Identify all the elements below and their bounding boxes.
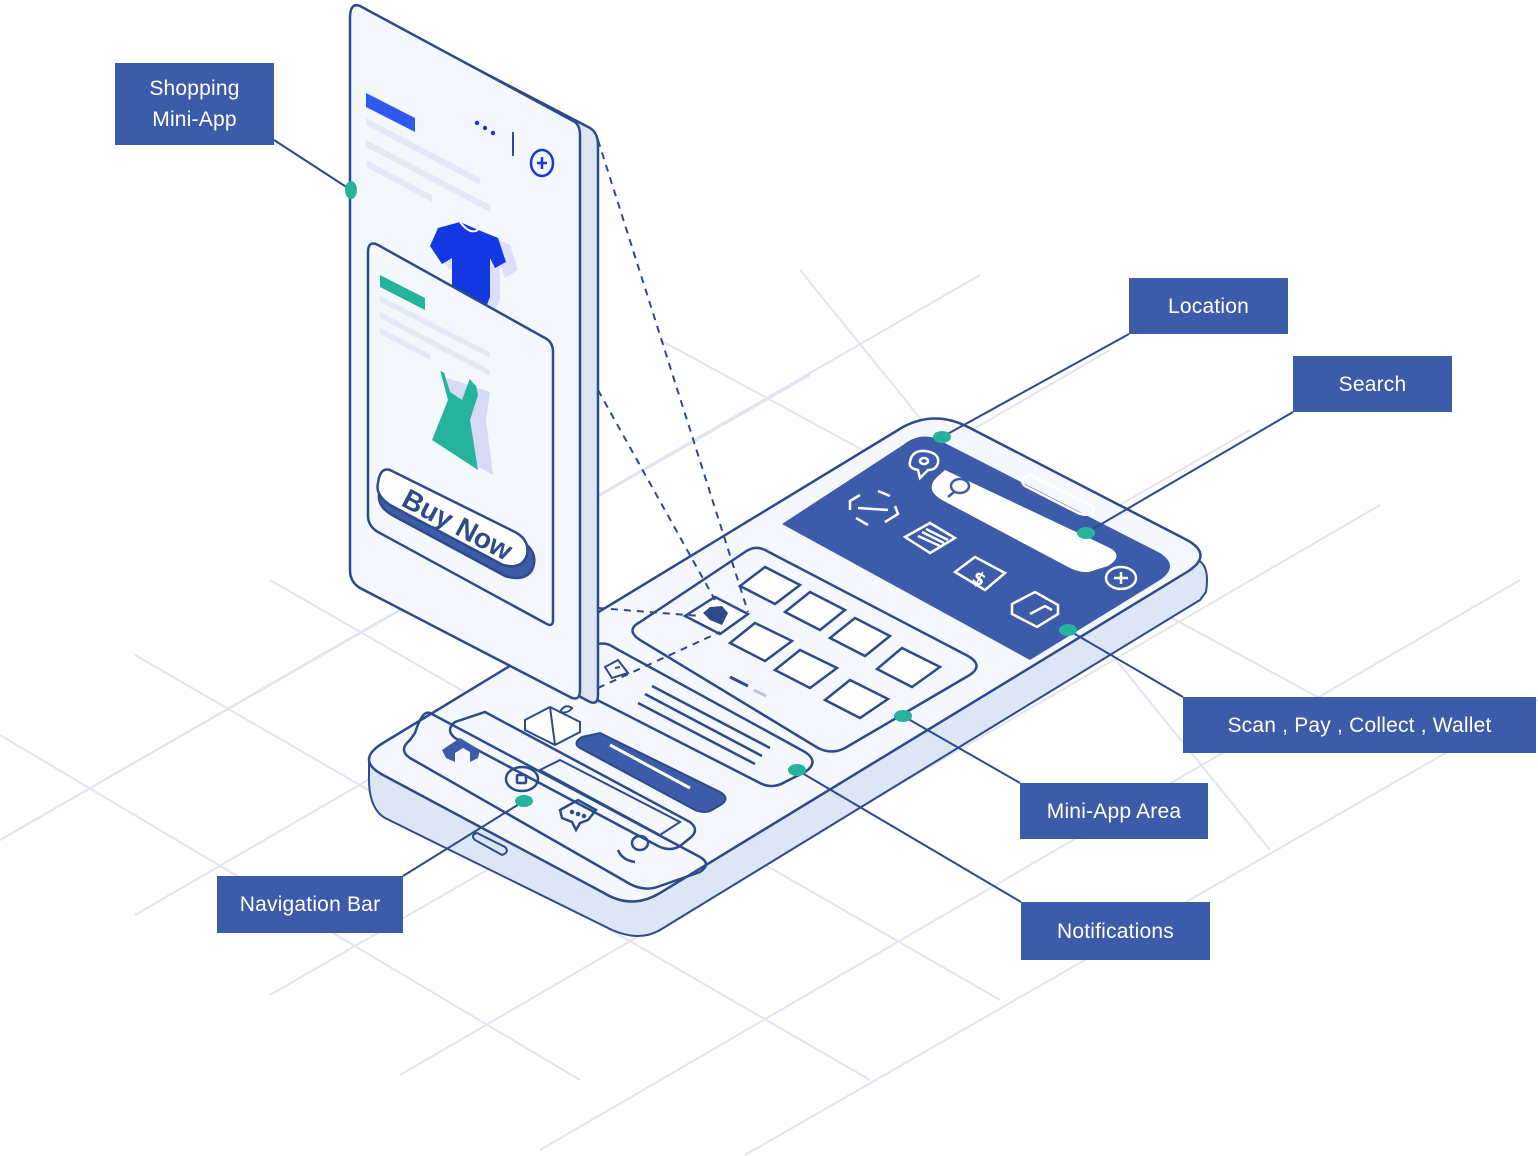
shirt-icon	[703, 606, 728, 625]
page-indicator	[753, 688, 767, 698]
profile-icon[interactable]	[616, 834, 650, 864]
pay-icon[interactable]	[902, 521, 958, 555]
dot-navigation	[515, 795, 533, 807]
location-pin-icon[interactable]	[908, 449, 940, 481]
page-indicator-active	[729, 675, 749, 688]
megaphone-icon	[603, 658, 630, 680]
miniapp-phone-side	[359, 6, 600, 704]
product-title-bar	[380, 296, 490, 358]
navigation-bar	[402, 711, 708, 890]
miniapp-tile[interactable]	[874, 646, 943, 689]
location-label: Location	[1129, 278, 1288, 334]
discover-icon[interactable]	[504, 765, 540, 793]
close-miniapp-icon[interactable]	[529, 148, 555, 178]
add-icon[interactable]	[1104, 565, 1138, 591]
shopping-miniapp-label: Shopping Mini-App	[115, 63, 274, 145]
miniapp-subtitle-bar-2	[366, 140, 490, 212]
miniapp-title-bar	[366, 93, 415, 132]
promo-card	[448, 710, 697, 851]
notification-lines	[637, 684, 771, 766]
dot-shopping	[345, 181, 357, 199]
wallet-icon[interactable]	[1010, 590, 1060, 629]
miniapp-tile[interactable]	[827, 616, 893, 658]
promo-banner-line	[609, 743, 691, 790]
gift-icon	[524, 705, 581, 747]
dot-search	[1077, 527, 1095, 539]
more-icon[interactable]	[474, 120, 496, 136]
navigation-bar-label: Navigation Bar	[217, 876, 403, 933]
notifications-label: Notifications	[1021, 902, 1210, 960]
search-icon[interactable]	[947, 477, 971, 498]
dress-product-image	[432, 369, 493, 475]
speaker-slot	[1021, 473, 1096, 517]
miniapp-phone: Buy Now	[348, 4, 600, 704]
dot-notifications	[788, 764, 806, 776]
miniapp-tile[interactable]	[727, 621, 795, 663]
projection-lines	[597, 139, 749, 689]
miniapp-tile[interactable]	[772, 648, 840, 690]
dot-location	[933, 431, 951, 443]
miniapp-tile[interactable]	[822, 678, 891, 720]
dot-miniapp-area	[894, 710, 912, 722]
scan-pay-collect-wallet-label: Scan , Pay , Collect , Wallet	[1183, 697, 1536, 753]
miniapp-tiles	[682, 565, 943, 720]
product-tag	[380, 275, 425, 310]
shirt-product-image	[430, 221, 518, 310]
dot-scan-pay	[1059, 624, 1077, 636]
product-title-bar-3	[380, 328, 430, 360]
miniapp-tile[interactable]	[782, 590, 848, 632]
miniapp-subtitle-bar-3	[366, 160, 432, 202]
miniapp-tile[interactable]	[737, 565, 803, 606]
search-bar[interactable]	[931, 470, 1117, 573]
search-label: Search	[1293, 356, 1452, 412]
home-icon[interactable]	[442, 738, 480, 762]
chat-icon[interactable]	[558, 798, 598, 833]
callout-dots	[345, 181, 1095, 807]
miniapp-subtitle-bar	[366, 118, 480, 185]
promo-banner[interactable]	[575, 731, 727, 813]
base-phone: $	[367, 417, 1208, 937]
scan-icon[interactable]	[848, 489, 900, 527]
callout-connectors	[273, 139, 1294, 903]
product-title-bar-2	[380, 312, 490, 376]
side-button	[471, 831, 508, 857]
miniapp-area-label: Mini-App Area	[1020, 783, 1208, 839]
